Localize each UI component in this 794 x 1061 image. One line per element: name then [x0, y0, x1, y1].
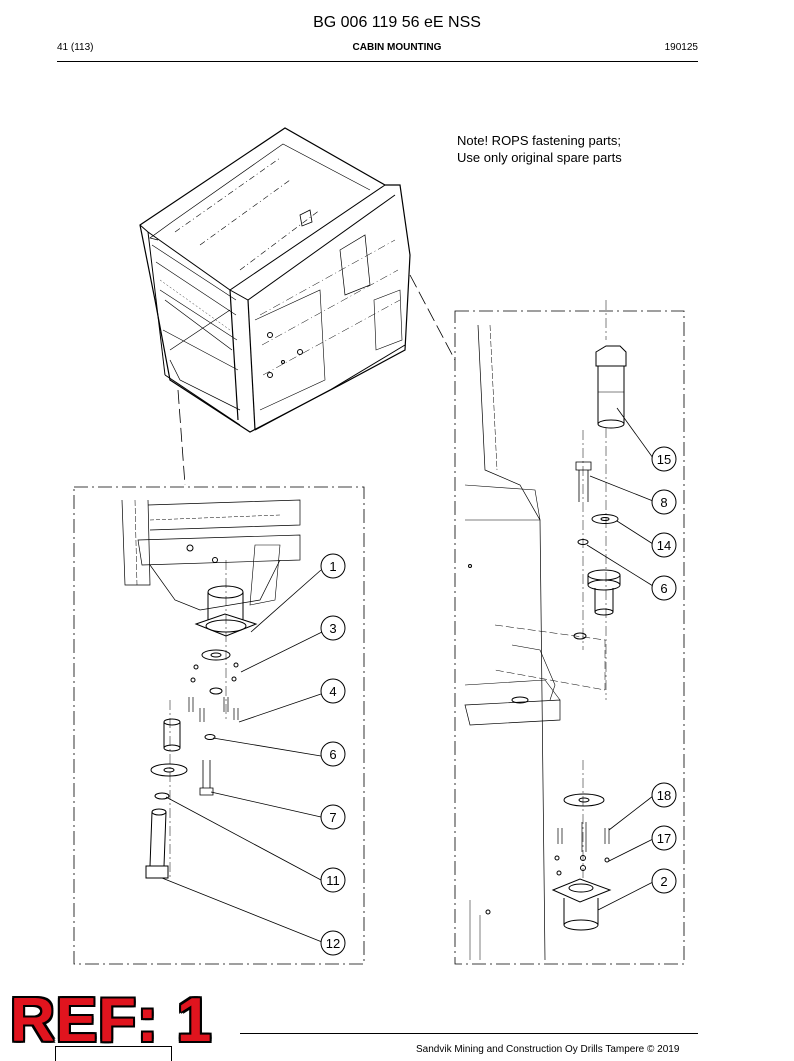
- left-detail-assembly: [121, 499, 301, 880]
- callout-17: 17: [651, 825, 677, 851]
- svg-text:11: 11: [326, 873, 340, 888]
- header-rule: [57, 61, 698, 62]
- cabin-frame: [139, 127, 411, 433]
- svg-text:12: 12: [326, 936, 340, 951]
- callout-7: 7: [320, 804, 346, 830]
- right-callouts: 15 8 14 6 18 17 2: [651, 446, 677, 894]
- callout-2: 2: [651, 868, 677, 894]
- svg-text:18: 18: [657, 788, 671, 803]
- svg-text:2: 2: [660, 874, 667, 889]
- callout-6-left: 6: [320, 741, 346, 767]
- document-code: BG 006 119 56 eE NSS: [313, 14, 481, 31]
- ref-stamp: REF: 1: [10, 986, 213, 1055]
- note-line-1: Note! ROPS fastening parts;: [457, 133, 622, 148]
- svg-text:17: 17: [657, 831, 671, 846]
- callout-18: 18: [651, 782, 677, 808]
- callout-4: 4: [320, 678, 346, 704]
- svg-text:1: 1: [329, 559, 336, 574]
- callout-3: 3: [320, 615, 346, 641]
- left-callout-leaders: [161, 569, 323, 943]
- left-detail-frame: [73, 486, 365, 965]
- callout-6-right: 6: [651, 575, 677, 601]
- revision-date: 190125: [664, 42, 698, 53]
- right-detail-frame: [454, 310, 685, 965]
- svg-text:6: 6: [329, 747, 336, 762]
- svg-text:6: 6: [660, 581, 667, 596]
- svg-text:8: 8: [660, 495, 667, 510]
- callout-12: 12: [320, 930, 346, 956]
- note-line-2: Use only original spare parts: [457, 150, 622, 165]
- right-detail-assembly: [464, 300, 627, 961]
- company-logo-box: [55, 1046, 172, 1061]
- callout-15: 15: [651, 446, 677, 472]
- detail-leader-left: [177, 389, 186, 486]
- callout-8: 8: [651, 489, 677, 515]
- left-callouts: 1 3 4 6 7 11 12: [320, 553, 346, 956]
- callout-1: 1: [320, 553, 346, 579]
- footer-copyright: Sandvik Mining and Construction Oy Drill…: [416, 1044, 680, 1055]
- page-number: 41 (113): [57, 42, 94, 53]
- right-callout-leaders: [586, 407, 654, 911]
- detail-leader-right: [409, 274, 456, 361]
- section-title: CABIN MOUNTING: [352, 42, 442, 53]
- svg-text:4: 4: [329, 684, 336, 699]
- svg-text:15: 15: [657, 452, 671, 467]
- rops-note: Note! ROPS fastening parts; Use only ori…: [457, 132, 622, 166]
- svg-text:3: 3: [329, 621, 336, 636]
- svg-text:7: 7: [329, 810, 336, 825]
- callout-11: 11: [320, 867, 346, 893]
- footer-rule: [240, 1033, 698, 1034]
- callout-14: 14: [651, 532, 677, 558]
- svg-text:14: 14: [657, 538, 671, 553]
